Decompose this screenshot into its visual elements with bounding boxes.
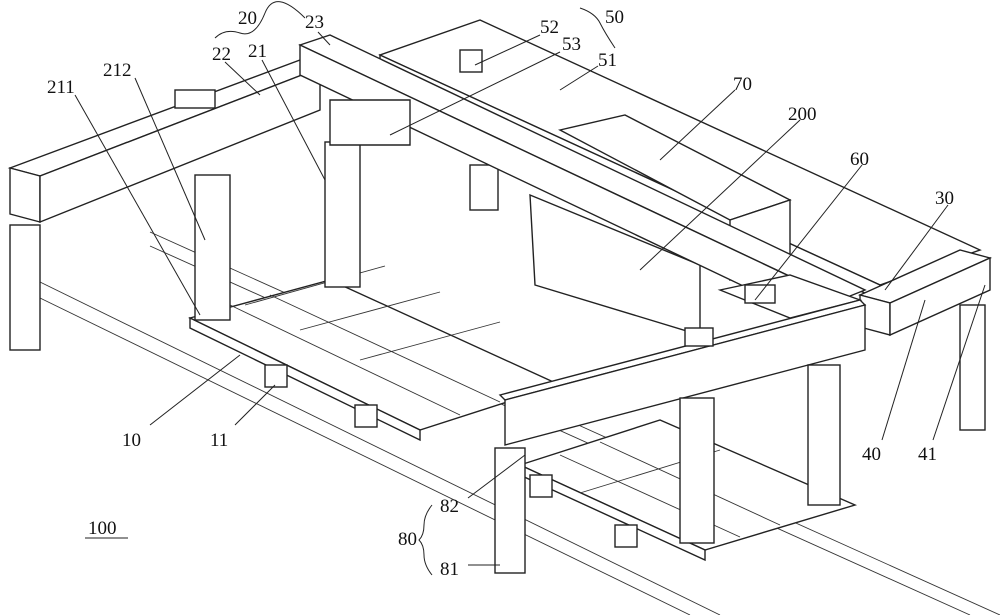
label-10: 10 xyxy=(122,430,141,451)
label-11: 11 xyxy=(210,430,228,451)
leg xyxy=(959,304,986,431)
main-beam-23 xyxy=(298,34,867,334)
label-22: 22 xyxy=(212,44,231,65)
label-20: 20 xyxy=(238,8,257,29)
leg-21 xyxy=(324,141,361,288)
label-53: 53 xyxy=(562,34,581,55)
label-60: 60 xyxy=(850,149,869,170)
label-82: 82 xyxy=(440,496,459,517)
leg-82 xyxy=(494,447,526,574)
label-51: 51 xyxy=(598,50,617,71)
label-212: 212 xyxy=(103,60,132,81)
leg xyxy=(9,224,41,351)
label-200: 200 xyxy=(788,104,817,125)
lower-frame-10 xyxy=(188,265,562,442)
label-40: 40 xyxy=(862,444,881,465)
label-81: 81 xyxy=(440,559,459,580)
side-beam-30 xyxy=(857,249,993,337)
label-80: 80 xyxy=(398,529,417,550)
label-41: 41 xyxy=(918,444,937,465)
leg xyxy=(469,164,499,211)
leg xyxy=(807,364,841,506)
label-30: 30 xyxy=(935,188,954,209)
leg xyxy=(679,397,715,544)
label-52: 52 xyxy=(540,17,559,38)
side-beam-22 xyxy=(7,59,322,224)
label-21: 21 xyxy=(248,41,267,62)
reference-labels: 20 23 22 21 212 211 52 53 50 51 70 200 6… xyxy=(47,7,954,580)
leg-212 xyxy=(194,174,231,321)
leader-lines xyxy=(74,1,986,576)
label-70: 70 xyxy=(733,74,752,95)
label-23: 23 xyxy=(305,12,324,33)
label-50: 50 xyxy=(605,7,624,28)
label-211: 211 xyxy=(47,77,75,98)
front-beam xyxy=(498,299,867,446)
label-100: 100 xyxy=(88,518,117,539)
